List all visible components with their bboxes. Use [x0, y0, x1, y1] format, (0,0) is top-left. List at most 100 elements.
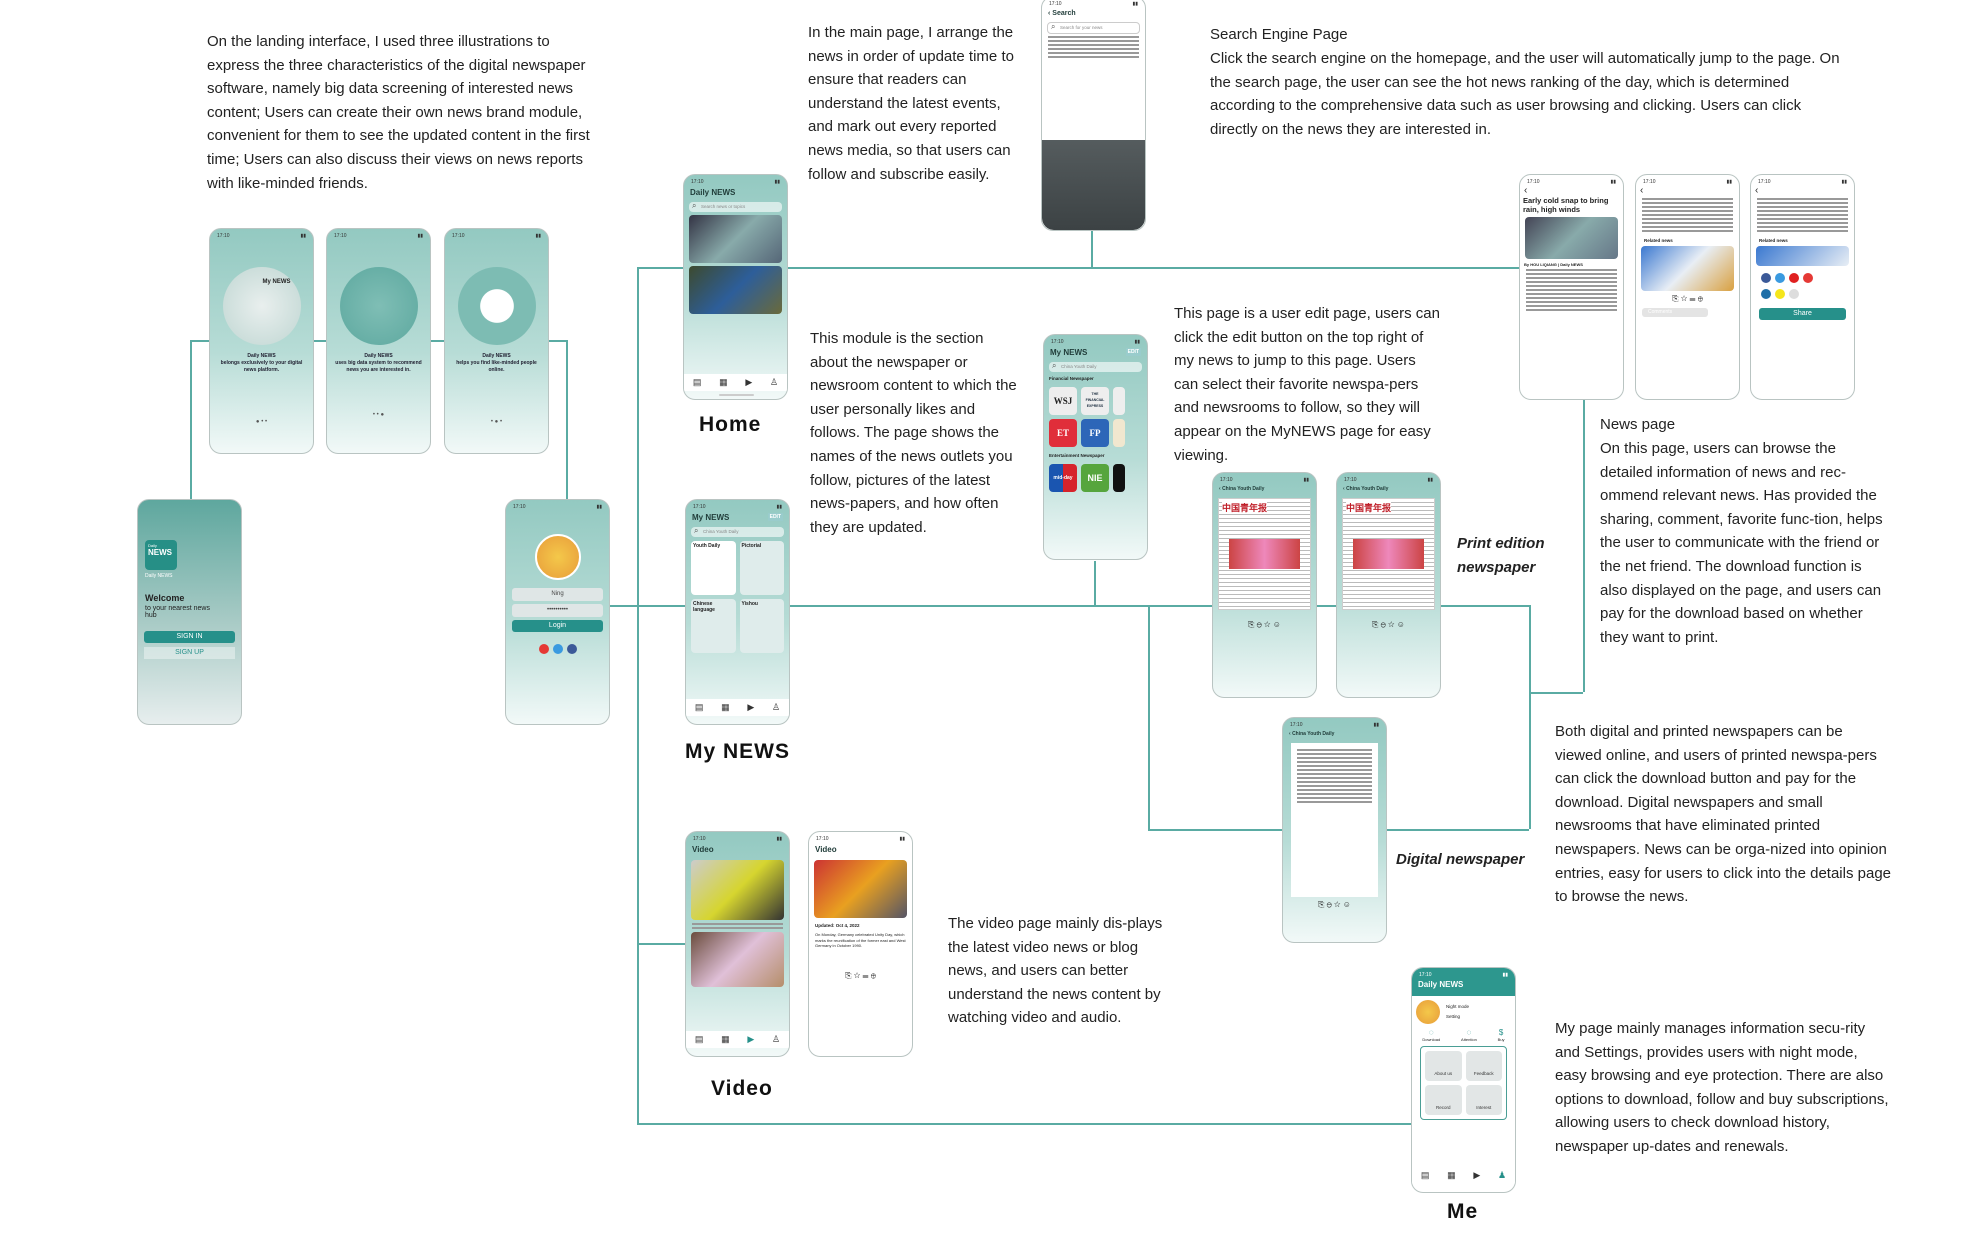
video-card[interactable]	[691, 932, 784, 987]
tab-mynews-icon[interactable]: ▦	[719, 377, 728, 387]
outlet-midday[interactable]: mid-day	[1049, 464, 1077, 492]
password-input[interactable]: ••••••••••	[512, 604, 603, 617]
search-input[interactable]: China Youth Daily	[691, 526, 784, 537]
buy-button[interactable]: $Buy	[1497, 1028, 1505, 1042]
page-dots[interactable]: • • ●	[372, 412, 385, 418]
keyboard[interactable]	[1042, 140, 1145, 230]
brand: Daily NEWS	[247, 353, 276, 359]
newspaper-page[interactable]: 中国青年报	[1342, 498, 1435, 610]
feedback-tile[interactable]: Feedback	[1465, 1051, 1502, 1081]
connector	[190, 340, 192, 499]
action-icons[interactable]: ⎘ ⊖ ☆ ☺	[1318, 900, 1351, 909]
connector	[1529, 605, 1531, 829]
connector	[637, 943, 685, 945]
setting-link[interactable]: Setting	[1446, 1014, 1461, 1019]
video-detail-screen: 17:10▮▮ Video Updated: Oct 4, 2022 On Mo…	[808, 831, 913, 1057]
connector	[1529, 692, 1583, 694]
outlet-card[interactable]: Yishou	[739, 599, 784, 653]
page-dots[interactable]: • ● •	[490, 419, 503, 425]
page-dots[interactable]: ● • •	[255, 419, 268, 425]
search-input[interactable]: Search news or topics	[689, 201, 782, 212]
caption: uses big data system to recommend news y…	[335, 360, 422, 373]
facebook-icon[interactable]	[1761, 273, 1771, 283]
about-us-tile[interactable]: About us	[1425, 1051, 1462, 1081]
newspaper-page[interactable]: 中国青年报	[1218, 498, 1311, 610]
login-button[interactable]: Login	[512, 620, 603, 632]
landing-description: On the landing interface, I used three i…	[207, 33, 590, 192]
night-mode-toggle[interactable]: Night mode	[1446, 1004, 1470, 1009]
related-news-card[interactable]	[1641, 246, 1734, 291]
outlet-financial-express[interactable]: THE FINANCIAL EXPRESS	[1081, 387, 1109, 415]
interest-tile[interactable]: Interest	[1465, 1085, 1502, 1115]
facebook-icon[interactable]	[566, 644, 577, 654]
outlet-card[interactable]: Youth Daily	[691, 541, 736, 595]
back-icon[interactable]: ‹	[1755, 185, 1759, 196]
action-icons[interactable]: ⎘ ☆ ☰ ⊕	[1672, 294, 1703, 303]
outlet-card[interactable]: Pictorial	[739, 541, 784, 595]
outlet-wsj[interactable]: WSJ	[1049, 387, 1077, 415]
linkedin-icon[interactable]	[1761, 289, 1771, 299]
outlet-card[interactable]: Chinese language	[691, 599, 736, 653]
sign-up-button[interactable]: SIGN UP	[144, 647, 235, 659]
related-news-card	[1756, 246, 1849, 266]
video-player[interactable]	[814, 860, 907, 918]
tab-home-icon[interactable]: ▤	[692, 377, 702, 387]
attention-button[interactable]: ◌Attention	[1461, 1028, 1477, 1042]
back-icon[interactable]: ‹	[1640, 185, 1644, 196]
updated-date: Updated: Oct 4, 2022	[815, 923, 860, 928]
me-screen: 17:10▮▮ Daily NEWS Night mode Setting ◌D…	[1411, 967, 1516, 1193]
youtube-icon[interactable]	[1789, 273, 1799, 283]
instagram-icon[interactable]	[1803, 273, 1813, 283]
tab-bar: ▤ ▦ ▶ ♙	[684, 374, 787, 391]
edit-button[interactable]: EDIT	[767, 513, 783, 521]
twitter-icon[interactable]	[1775, 273, 1785, 283]
page-title: Video	[815, 845, 837, 854]
related-label: Related news	[1759, 238, 1788, 243]
action-icons[interactable]: ⎘ ⊖ ☆ ☺	[1372, 620, 1405, 629]
news-card[interactable]	[689, 215, 782, 263]
action-icons[interactable]: ⎘ ⊖ ☆ ☺	[1248, 620, 1281, 629]
share-button[interactable]: Share	[1759, 308, 1846, 320]
tab-video-icon[interactable]: ▶	[745, 377, 753, 387]
outlet-fp[interactable]: FP	[1081, 419, 1109, 447]
action-icons[interactable]: ⎘ ☆ ☰ ⊕	[845, 970, 876, 980]
sign-in-button[interactable]: SIGN IN	[144, 631, 235, 643]
search-input[interactable]: China Youth Daily	[1049, 361, 1142, 372]
back-icon[interactable]: ‹	[1524, 185, 1528, 196]
mynews-screen: 17:10▮▮ My NEWS EDIT China Youth Daily Y…	[685, 499, 790, 725]
status-time: 17:10	[217, 233, 230, 239]
snapchat-icon[interactable]	[1775, 289, 1785, 299]
article-body[interactable]	[1291, 743, 1378, 897]
outlet-nie[interactable]: NIE	[1081, 464, 1109, 492]
news-title: News page	[1600, 416, 1676, 433]
search-screen: 17:10▮▮ ‹ Search Search for your news	[1041, 0, 1146, 231]
connector	[637, 267, 1519, 269]
download-button[interactable]: ◌Download	[1422, 1028, 1441, 1042]
onboarding-screen-2: 17:10▮▮ Daily NEWS uses big data system …	[326, 228, 431, 454]
twitter-icon[interactable]	[552, 644, 563, 654]
search-input[interactable]: Search for your news	[1047, 22, 1140, 34]
comments-input[interactable]: Comments	[1642, 308, 1708, 317]
label-me: Me	[1447, 1200, 1479, 1223]
connector	[637, 1123, 1411, 1125]
label-mynews: My NEWS	[685, 740, 791, 763]
page-title: My NEWS EDIT	[1050, 348, 1141, 357]
search-description: Click the search engine on the homepage,…	[1210, 50, 1840, 138]
connector	[566, 340, 568, 499]
record-tile[interactable]: Record	[1425, 1085, 1462, 1115]
instagram-icon[interactable]	[538, 644, 549, 654]
home-screen: 17:10▮▮ Daily NEWS Search news or topics…	[683, 174, 788, 400]
tab-me-icon[interactable]: ♙	[770, 377, 779, 387]
news-detail-screen-2: 17:10▮▮ ‹ Related news ⎘ ☆ ☰ ⊕ Comments	[1635, 174, 1740, 400]
username-input[interactable]: Ning	[512, 588, 603, 601]
outlet-et[interactable]: ET	[1049, 419, 1077, 447]
news-card[interactable]	[689, 266, 782, 314]
video-card[interactable]	[691, 860, 784, 920]
label-home: Home	[699, 413, 762, 436]
edit-button[interactable]: EDIT	[1125, 348, 1141, 356]
label-digital: Digital newspaper	[1396, 851, 1525, 868]
more-icon[interactable]	[1789, 289, 1799, 299]
